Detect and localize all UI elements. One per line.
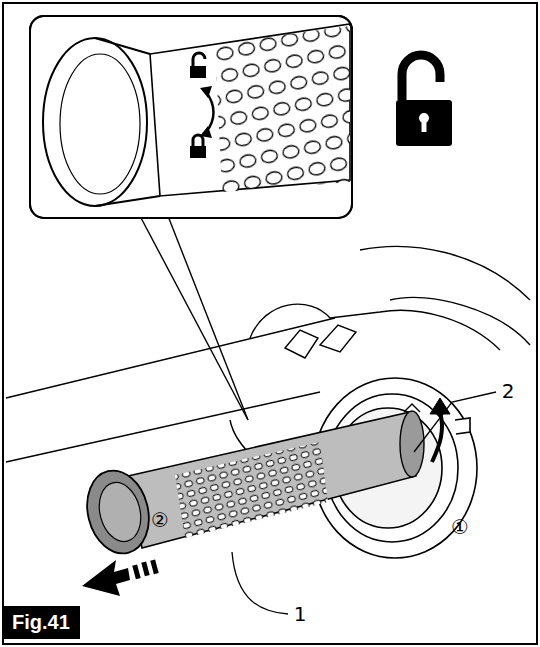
illustration-part xyxy=(193,135,203,146)
illustration-part xyxy=(215,26,350,192)
illustration-part xyxy=(200,86,212,98)
illustration-part xyxy=(140,216,248,420)
step-number: ① xyxy=(451,516,469,538)
step-number: ② xyxy=(151,509,169,531)
illustration-part xyxy=(430,398,450,414)
illustration-part xyxy=(200,126,212,138)
illustration-part xyxy=(82,560,130,596)
illustration-part xyxy=(128,412,416,548)
illustration-part xyxy=(168,216,248,420)
illustration-part xyxy=(60,54,140,194)
callout-number: 2 xyxy=(502,380,515,402)
illustration-part xyxy=(414,392,496,452)
spark-arrester-tube xyxy=(79,404,424,560)
illustration-part xyxy=(390,297,530,345)
illustration-part xyxy=(396,100,452,146)
illustration-part xyxy=(190,146,206,158)
illustration-part xyxy=(250,304,500,350)
illustration-part xyxy=(402,55,440,100)
pull-arrow xyxy=(82,559,159,596)
illustration-part xyxy=(79,464,158,560)
illustration-part xyxy=(432,412,442,462)
illustration-part xyxy=(30,16,352,218)
inset-pointer xyxy=(140,216,248,420)
detail-inset xyxy=(30,16,352,218)
lock-mark xyxy=(190,135,206,158)
callout-number: 1 xyxy=(294,603,307,625)
illustration-part xyxy=(6,318,335,398)
illustration-part xyxy=(404,404,420,412)
illustration-part xyxy=(285,330,318,358)
inset-border xyxy=(30,16,352,218)
illustration-part xyxy=(95,38,160,206)
turn-arrow xyxy=(200,86,214,138)
illustration-part xyxy=(360,247,530,300)
illustration-part xyxy=(206,92,214,132)
illustration-part xyxy=(193,53,205,66)
illustration-part xyxy=(422,118,427,132)
unlocked-padlock-icon xyxy=(396,55,452,146)
illustration-part xyxy=(132,564,140,579)
unlock-mark xyxy=(190,53,206,78)
illustration-part xyxy=(455,418,470,434)
illustration-part xyxy=(93,478,146,546)
frame xyxy=(3,3,537,644)
illustration-part xyxy=(141,561,149,576)
illustration-part xyxy=(43,38,147,206)
illustration-part xyxy=(232,552,288,614)
illustration-part xyxy=(150,24,350,196)
illustration-part xyxy=(190,66,206,78)
illustration-part xyxy=(175,442,328,538)
leader-lines xyxy=(232,392,496,614)
illustration-part xyxy=(320,325,356,352)
figure-caption: Fig.41 xyxy=(4,606,80,639)
illustration-part xyxy=(150,559,158,574)
